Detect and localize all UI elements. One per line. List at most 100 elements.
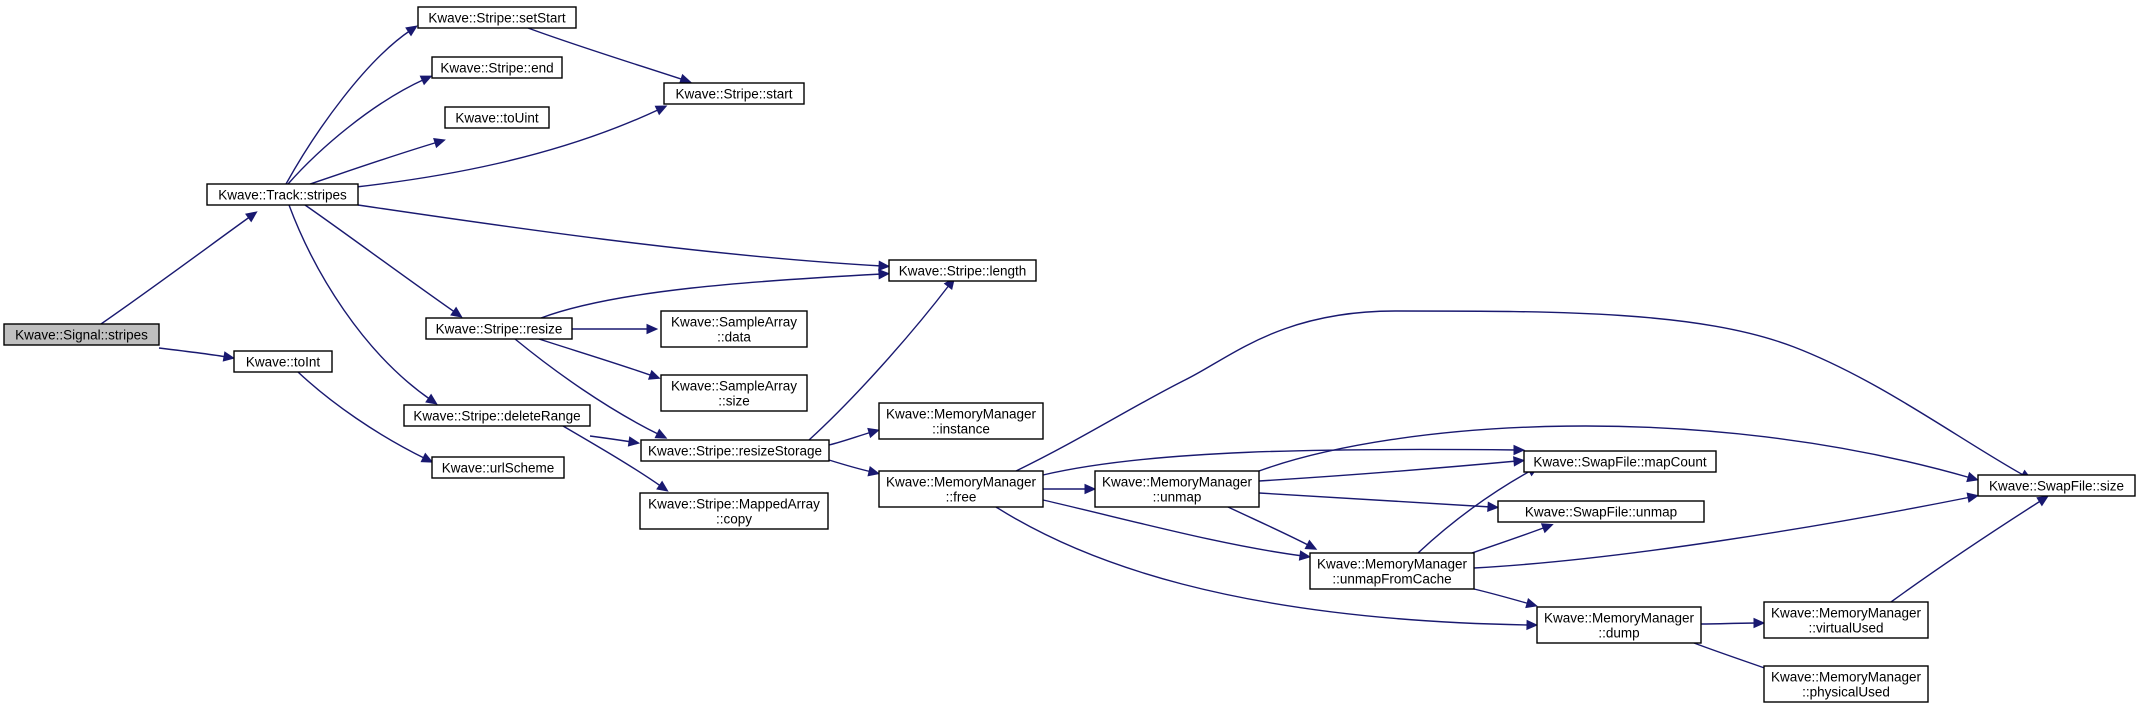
arrowhead-icon [1513,444,1526,456]
edge-mm-free-to-swapfile-mapcount [1042,444,1526,476]
edge-mm-free-to-mm-unmap [1043,483,1097,495]
edge-stripe-resize-to-sample-array-size [538,338,661,380]
node-url-scheme[interactable]: Kwave::urlScheme [431,456,565,479]
node-label-line: Kwave::SampleArray [671,315,797,330]
arrowhead-icon [867,466,880,477]
node-label-line: Kwave::SampleArray [671,379,797,394]
node-mm-free[interactable]: Kwave::MemoryManager::free [878,470,1044,508]
node-track-stripes[interactable]: Kwave::Track::stripes [206,183,359,206]
edge-mm-dump-to-mm-virtual-used [1700,617,1766,629]
edge-line [1015,310,2026,477]
edge-stripe-resize-to-stripe-resize-storage [514,338,668,439]
node-label-line: Kwave::Stripe::start [675,87,792,102]
node-stripe-end[interactable]: Kwave::Stripe::end [431,56,563,79]
node-mm-virtual-used[interactable]: Kwave::MemoryManager::virtualUsed [1763,601,1929,639]
node-mm-instance[interactable]: Kwave::MemoryManager::instance [878,402,1044,440]
node-swapfile-unmap[interactable]: Kwave::SwapFile::unmap [1497,500,1705,523]
arrowhead-icon [1526,619,1539,631]
edge-signal-stripes-to-track-stripes [100,211,258,325]
node-label-line: Kwave::MemoryManager [1544,611,1695,626]
edge-line [1258,460,1518,482]
node-label-line: ::size [718,394,750,409]
node-stripe-start[interactable]: Kwave::Stripe::start [663,82,805,105]
node-label-line: ::instance [932,422,990,437]
node-mapped-array-copy[interactable]: Kwave::Stripe::MappedArray::copy [639,492,829,530]
node-mm-dump[interactable]: Kwave::MemoryManager::dump [1536,606,1702,644]
node-sample-array-data[interactable]: Kwave::SampleArray::data [660,310,808,348]
node-swapfile-mapcount[interactable]: Kwave::SwapFile::mapCount [1523,450,1717,473]
edge-line [562,425,663,488]
edge-track-stripes-to-stripe-length [357,204,891,272]
node-box [403,404,591,427]
node-mm-physical-used[interactable]: Kwave::MemoryManager::physicalUsed [1763,665,1929,703]
edge-line [285,29,412,185]
node-label-line: ::data [717,330,751,345]
edge-line [514,338,661,436]
node-box [660,374,808,412]
arrowhead-icon [1298,550,1312,561]
node-stripe-length[interactable]: Kwave::Stripe::length [888,259,1037,282]
edge-line [1700,622,1758,625]
node-box [1497,500,1705,523]
node-label-line: ::unmapFromCache [1332,572,1451,587]
edge-stripe-resize-to-stripe-length [540,268,891,319]
edge-mm-unmap-to-swapfile-mapcount [1258,456,1526,482]
node-box [444,106,550,129]
edge-stripe-set-start-to-stripe-start [527,27,692,84]
node-stripe-delete-range[interactable]: Kwave::Stripe::deleteRange [403,404,591,427]
edge-line [538,338,654,377]
node-box [639,492,829,530]
node-label-line: Kwave::Stripe::resize [436,322,563,337]
node-swapfile-size[interactable]: Kwave::SwapFile::size [1977,474,2136,497]
arrowhead-icon [433,138,446,149]
node-label-line: Kwave::MemoryManager [1102,475,1253,490]
edge-line [1471,526,1547,554]
node-label-line: Kwave::Stripe::end [440,61,553,76]
edge-track-stripes-to-stripe-set-start [285,25,418,185]
edge-stripe-delete-range-to-mapped-array-copy [562,425,669,492]
node-box [417,6,577,29]
arrowhead-icon [646,323,659,335]
node-mm-unmap[interactable]: Kwave::MemoryManager::unmap [1094,470,1260,508]
node-box [1094,470,1260,508]
node-signal-stripes[interactable]: Kwave::Signal::stripes [3,323,160,346]
arrowhead-icon [1753,617,1766,629]
edge-mm-free-to-mm-dump [995,506,1539,631]
node-box [1523,450,1717,473]
arrowhead-icon [1487,501,1500,513]
node-label-line: ::dump [1598,626,1639,641]
node-box [1977,474,2136,497]
edge-line [828,431,873,446]
edge-track-stripes-to-stripe-resize [304,204,463,318]
edge-line [589,435,633,443]
arrowhead-icon [878,268,891,280]
edge-line [527,27,685,81]
arrowhead-icon [647,369,661,380]
node-sample-array-size[interactable]: Kwave::SampleArray::size [660,374,808,412]
node-label-line: Kwave::Stripe::MappedArray [648,497,820,512]
edge-line [304,204,457,314]
node-stripe-resize-storage[interactable]: Kwave::Stripe::resizeStorage [640,439,830,462]
node-stripe-resize[interactable]: Kwave::Stripe::resize [425,317,573,340]
edge-line [288,204,432,401]
arrowhead-icon [1966,492,1980,503]
edge-signal-stripes-to-to-int [158,347,236,362]
arrowhead-icon [656,480,669,492]
edge-line [1258,492,1492,508]
edge-line [1042,499,1304,557]
node-to-int[interactable]: Kwave::toInt [233,350,333,373]
edge-stripe-resize-storage-to-mm-free [828,459,880,477]
node-to-uint[interactable]: Kwave::toUint [444,106,550,129]
edge-mm-unmap-from-cache-to-mm-dump [1473,588,1538,609]
node-label-line: Kwave::toUint [455,111,539,126]
node-label-line: Kwave::SwapFile::size [1989,479,2124,494]
node-stripe-set-start[interactable]: Kwave::Stripe::setStart [417,6,577,29]
node-label-line: ::virtualUsed [1808,621,1883,636]
node-box [660,310,808,348]
arrowhead-icon [627,436,641,447]
arrowhead-icon [654,105,668,116]
node-mm-unmap-from-cache[interactable]: Kwave::MemoryManager::unmapFromCache [1309,552,1475,590]
node-label-line: Kwave::MemoryManager [886,475,1037,490]
node-label-line: Kwave::toInt [246,355,321,370]
